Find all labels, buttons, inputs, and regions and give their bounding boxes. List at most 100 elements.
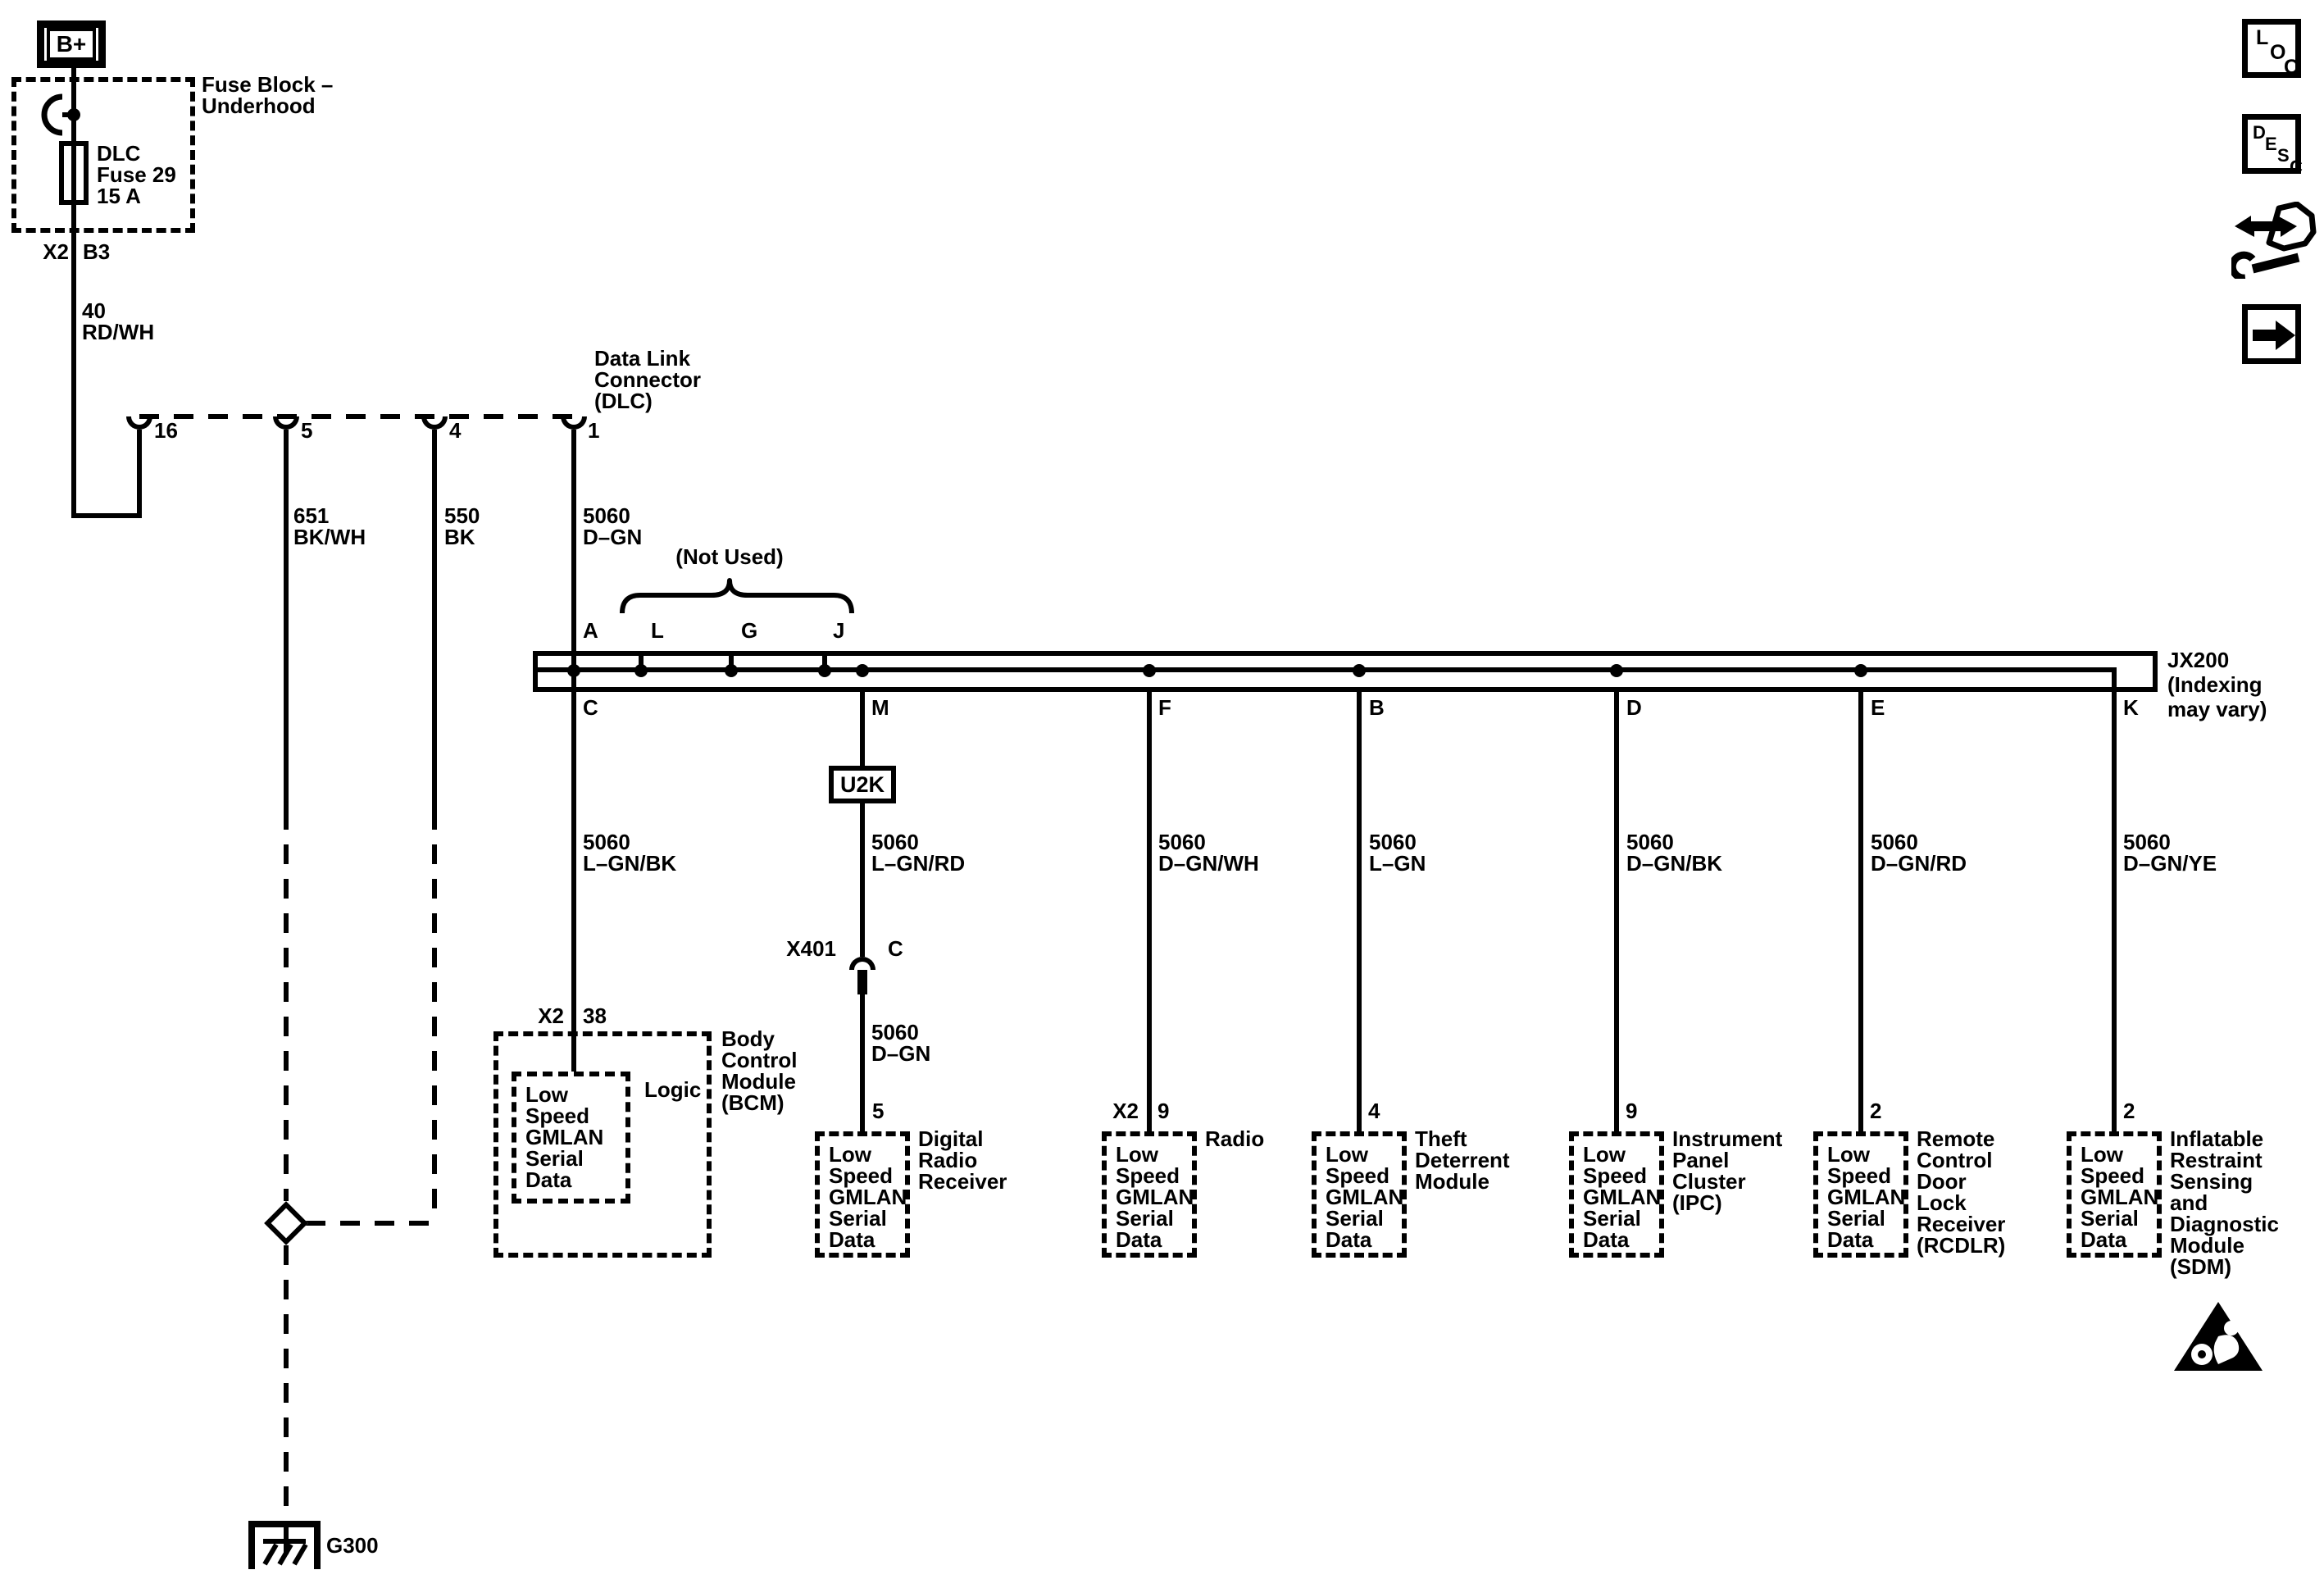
jx200-pin-a: A bbox=[583, 618, 598, 643]
rcdlr-pin-label: 2 bbox=[1870, 1099, 1882, 1123]
radio-name: Radio bbox=[1205, 1126, 1265, 1151]
sdm-pin-label: 2 bbox=[2123, 1099, 2135, 1123]
dlc-pin4-connector-icon bbox=[421, 416, 448, 430]
junction-dot-a bbox=[567, 664, 580, 677]
dlc-pin16-connector-icon bbox=[126, 416, 152, 430]
jx200-stub-j bbox=[822, 651, 827, 672]
wire-d-drop bbox=[1614, 692, 1619, 1131]
jx200-stub-g bbox=[729, 651, 734, 672]
jx200-pin-l: L bbox=[651, 618, 664, 643]
not-used-label: (Not Used) bbox=[675, 544, 784, 569]
dlc-pin1-label: 1 bbox=[588, 418, 600, 443]
loc-letter-c: C bbox=[2284, 56, 2299, 79]
x401-label: X401 bbox=[786, 936, 836, 961]
wrench-arrows-icon[interactable] bbox=[2231, 202, 2318, 279]
junction-dot-g bbox=[725, 664, 738, 677]
forward-button[interactable] bbox=[2242, 304, 2301, 364]
terminal-hook-icon bbox=[41, 93, 80, 136]
wire-651-dashed bbox=[284, 810, 289, 1201]
jx200-splice-pack bbox=[533, 651, 2158, 692]
wire-40-feed bbox=[71, 66, 76, 516]
ground-label: G300 bbox=[326, 1533, 379, 1558]
jx200-pin-d: D bbox=[1626, 695, 1642, 720]
wire-550-dashed bbox=[432, 810, 437, 1223]
drr-pin-label: 5 bbox=[872, 1099, 885, 1123]
not-used-brace bbox=[620, 578, 854, 614]
desc-button[interactable]: D E S C bbox=[2242, 114, 2303, 177]
u2k-label: U2K bbox=[839, 771, 885, 797]
splice-diamond bbox=[264, 1201, 308, 1245]
wire-40-jog bbox=[71, 513, 142, 518]
x401-connector-icon bbox=[849, 957, 875, 970]
jx200-stub-l bbox=[639, 651, 644, 672]
dlc-pin16-label: 16 bbox=[154, 418, 178, 443]
dlc-pin1-connector-icon bbox=[561, 416, 587, 430]
wire-550-jog-dashed bbox=[306, 1221, 437, 1226]
wire-40-riser bbox=[137, 430, 142, 518]
arrow-right-icon bbox=[2253, 321, 2295, 350]
bcm-box bbox=[493, 1031, 712, 1258]
wire-m-lower bbox=[860, 994, 865, 1131]
x401-terminal bbox=[857, 970, 867, 994]
junction-dot-j bbox=[818, 664, 831, 677]
desc-letter-e: E bbox=[2265, 134, 2277, 154]
theft-pin-label: 4 bbox=[1368, 1099, 1380, 1123]
wire-b-drop bbox=[1357, 692, 1362, 1131]
wire-e-drop bbox=[1858, 692, 1863, 1131]
jx200-pin-m: M bbox=[871, 695, 889, 720]
junction-dot-b bbox=[1353, 664, 1366, 677]
fuse-block-box bbox=[11, 77, 195, 233]
ground-symbol bbox=[248, 1521, 321, 1569]
b-plus-label: B+ bbox=[46, 28, 97, 61]
fuse-symbol bbox=[59, 141, 89, 205]
dlc-pin5-label: 5 bbox=[301, 418, 313, 443]
radio-conn-x2: X2 bbox=[1112, 1099, 1139, 1123]
fuse-conn-x2: X2 bbox=[43, 239, 69, 264]
loc-button[interactable]: L O C bbox=[2242, 19, 2301, 78]
wire-m-upper bbox=[860, 692, 865, 766]
bcm-logic-label: Logic bbox=[644, 1077, 702, 1102]
jx200-pin-j: J bbox=[833, 618, 845, 643]
loc-letter-o: O bbox=[2270, 41, 2286, 64]
wire-5060-dlc bbox=[571, 430, 576, 1072]
bcm-conn-x2: X2 bbox=[538, 1003, 564, 1028]
wire-550-solid bbox=[432, 430, 437, 810]
bcm-conn-pin: 38 bbox=[583, 1003, 607, 1028]
desc-letter-c: C bbox=[2290, 157, 2303, 177]
jx200-pin-e: E bbox=[1871, 695, 1885, 720]
dlc-pin5-connector-icon bbox=[273, 416, 299, 430]
junction-dot-f bbox=[1143, 664, 1156, 677]
dlc-bus-dashed bbox=[139, 414, 574, 419]
jx200-bus-line bbox=[538, 667, 2117, 672]
fuse-block-name: Fuse Block –Underhood bbox=[202, 72, 334, 118]
jx200-pin-g: G bbox=[741, 618, 758, 643]
junction-dot-d bbox=[1610, 664, 1623, 677]
wire-ground-dashed bbox=[284, 1245, 289, 1522]
loc-letter-l: L bbox=[2256, 26, 2269, 49]
radio-pin-label: 9 bbox=[1157, 1099, 1170, 1123]
u2k-dtc-box: U2K bbox=[829, 766, 896, 803]
junction-dot-l bbox=[634, 664, 648, 677]
